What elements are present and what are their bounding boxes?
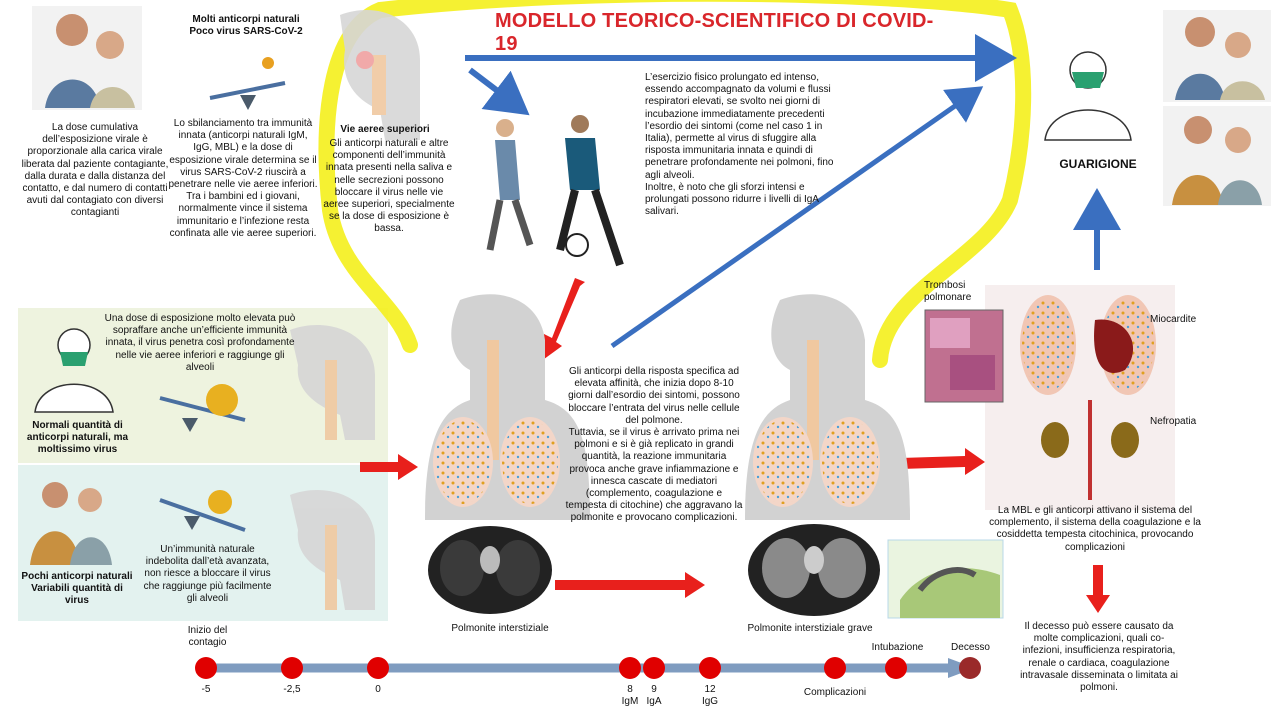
timeline-tick-8: 8 IgM [621, 684, 639, 707]
arrow-red-to-lung2 [555, 572, 705, 598]
text-esercizio: L’esercizio fisico prolungato ed intenso… [645, 72, 834, 218]
head-top [340, 10, 420, 141]
timeline-dot-decesso [959, 657, 981, 679]
text-nefropatia: Nefropatia [1150, 416, 1197, 427]
text-decesso: Il decesso può essere causato da molte c… [1020, 621, 1178, 694]
doctor-top [1044, 51, 1132, 141]
lung-figure-1 [425, 294, 590, 520]
text-miocardite: Miocardite [1150, 314, 1197, 325]
text-mbl: La MBL e gli anticorpi attivano il siste… [989, 505, 1201, 553]
ct-scan-1 [425, 522, 555, 618]
elderly-left [30, 482, 112, 565]
elderly-right [1163, 106, 1271, 206]
timeline-tick-m5: -5 [201, 684, 211, 695]
timeline-tick-9: 9 IgA [646, 684, 662, 707]
organs-illustration [985, 285, 1175, 510]
arrow-to-sport [468, 67, 530, 116]
timeline-label-complicazioni: Complicazioni [803, 687, 867, 698]
arrow-red-to-lung1 [360, 454, 418, 480]
timeline-tick-m2-5: -2,5 [283, 684, 301, 695]
timeline-tick-12: 12 IgG [701, 684, 719, 707]
label-polmonite-grave: Polmonite interstiziale grave [747, 623, 873, 634]
timeline-label-decesso: Decesso [951, 642, 990, 653]
lung-figure-2 [745, 294, 910, 520]
people-top-right [1163, 10, 1271, 102]
head-bottom [290, 490, 375, 610]
text-immunita-indebolita: Un’immunità naturale indebolita dall’età… [143, 544, 272, 604]
people-top-left [32, 6, 142, 110]
timeline-dot-m5 [195, 657, 217, 679]
timeline-dot-0 [367, 657, 389, 679]
text-molti-anticorpi: Molti anticorpi naturali Poco virus SARS… [189, 14, 303, 38]
text-sbilanciamento: Lo sbilanciamento tra immunità innata (a… [168, 118, 318, 239]
text-dose-cumulativa: La dose cumulativa dell’esposizione vira… [21, 122, 169, 219]
timeline-dot-9 [643, 657, 665, 679]
timeline-tick-0: 0 [375, 684, 381, 695]
arrow-red-to-decesso [1086, 565, 1110, 613]
text-normali-anticorpi: Normali quantità di anticorpi naturali, … [26, 420, 129, 456]
page-title: MODELLO TEORICO-SCIENTIFICO DI COVID-19 [495, 10, 934, 55]
text-anticorpi-specifici: Gli anticorpi della risposta specifica a… [565, 366, 743, 524]
arrow-red-to-organs [900, 448, 985, 475]
timeline-dot-8 [619, 657, 641, 679]
arrow-lung-to-guarigione [610, 86, 984, 349]
timeline-dot-complicazioni [824, 657, 846, 679]
text-pochi-anticorpi: Pochi anticorpi naturali Variabili quant… [21, 571, 133, 607]
text-trombosi: Trombosi polmonare [924, 280, 972, 304]
timeline-dot-intubazione [885, 657, 907, 679]
ct-scan-2 [745, 522, 883, 618]
text-guarigione: GUARIGIONE [1059, 157, 1137, 171]
text-dose-elevata: Una dose di esposizione molto elevata pu… [104, 313, 296, 373]
intubation-image [887, 539, 1004, 619]
thrombosis-histology [924, 309, 1004, 403]
doctor-middle [34, 328, 114, 413]
timeline [195, 657, 981, 679]
athletes-illustration [486, 115, 624, 267]
timeline-label-intubazione: Intubazione [871, 642, 924, 653]
timeline-dot-12 [699, 657, 721, 679]
scale-bottom [159, 490, 246, 532]
highlight-loop [318, 0, 1032, 368]
scale-middle [159, 384, 246, 432]
head-middle [290, 325, 375, 440]
scale-top [209, 57, 286, 110]
timeline-label-inizio: Inizio del contagio [187, 625, 228, 649]
text-vie-aeree-body: Gli anticorpi naturali e altre component… [323, 138, 455, 235]
arrow-red-sport-down [540, 278, 585, 362]
timeline-dot-m2-5 [281, 657, 303, 679]
text-vie-aeree-title: Vie aeree superiori [340, 124, 430, 135]
label-polmonite-interstiziale: Polmonite interstiziale [451, 623, 549, 634]
